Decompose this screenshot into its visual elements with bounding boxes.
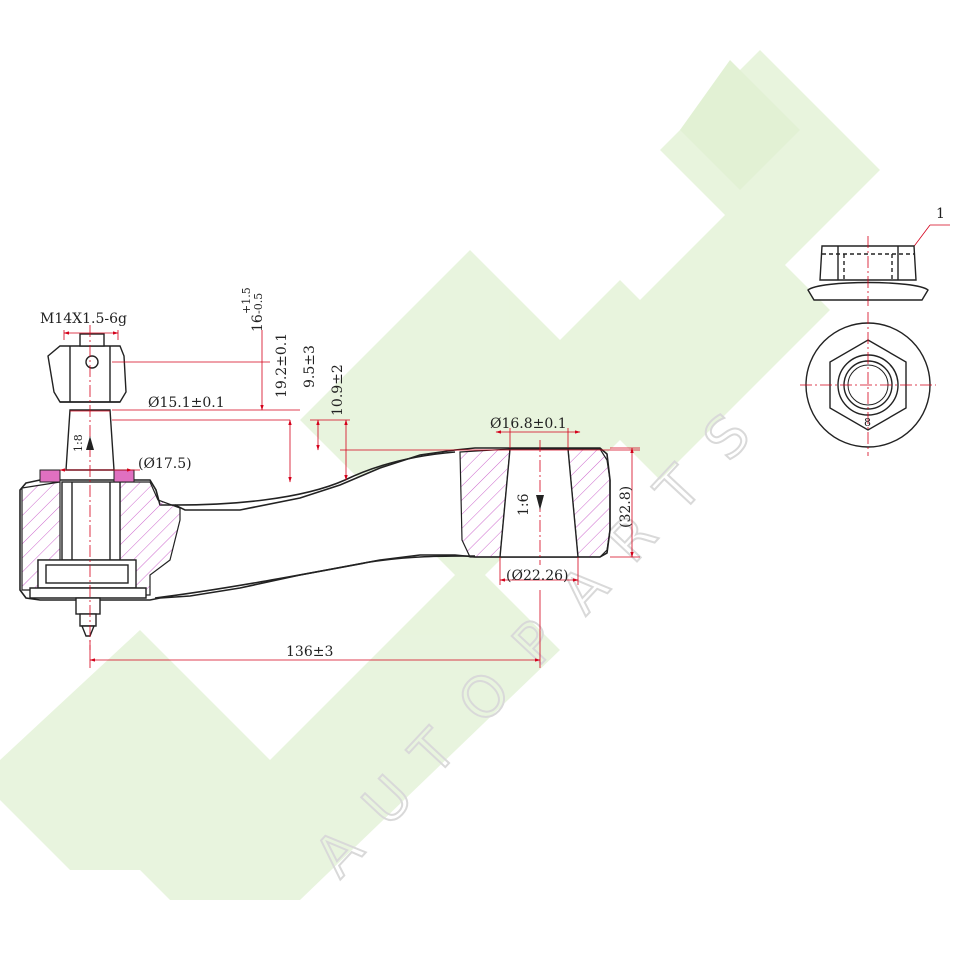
ball-stud <box>29 409 147 637</box>
dim-dia-15: Ø15.1±0.1 <box>148 395 225 411</box>
nut-mark: 8 <box>864 416 871 429</box>
dim-9: 9.5±3 <box>302 345 318 388</box>
dim-10: 10.9±2 <box>330 364 346 416</box>
dim-stud-tol-minus: -0.5 <box>252 293 265 314</box>
flange-nut-centerlines <box>800 236 936 456</box>
dim-dia-16: Ø16.8±0.1 <box>490 416 567 432</box>
dim-taper-eye: 1:6 <box>516 493 532 516</box>
dim-19: 19.2±0.1 <box>274 333 290 398</box>
seal-pad <box>39 469 135 483</box>
dim-eye-height: (32.8) <box>618 486 634 528</box>
callout-number: 1 <box>936 206 945 222</box>
wm-letter-5: A <box>548 554 622 626</box>
castle-nut <box>47 333 127 403</box>
dim-taper-stud: 1:8 <box>72 434 85 452</box>
flange-nut-side-view <box>807 245 929 301</box>
stud-taper-arrow <box>86 436 94 450</box>
dimension-labels: M14X1.5-6g 16 +1.5 -0.5 19.2±0.1 9.5±3 1… <box>40 206 945 660</box>
dim-stud-height: 16 <box>250 314 266 332</box>
dim-dia-17: (Ø17.5) <box>138 456 192 472</box>
dim-dia-22: (Ø22.26) <box>506 568 568 584</box>
eye-section <box>459 440 611 565</box>
dimension-lines <box>59 224 950 668</box>
dim-stud-tol-plus: +1.5 <box>240 287 253 314</box>
dim-length: 136±3 <box>286 644 333 660</box>
dim-thread: M14X1.5-6g <box>40 311 127 327</box>
